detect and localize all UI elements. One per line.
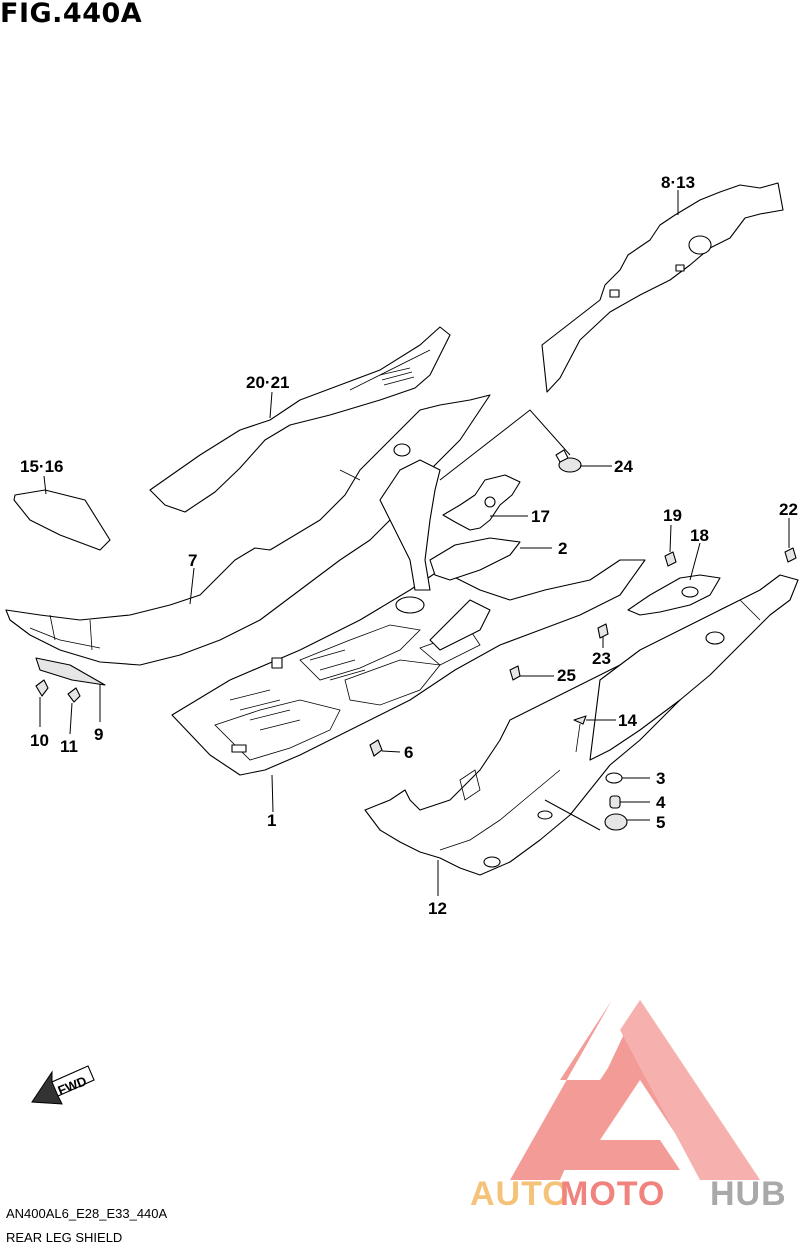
callout-15-16: 15·16 bbox=[20, 457, 63, 476]
callout-7: 7 bbox=[188, 551, 197, 570]
fasteners bbox=[35, 547, 797, 831]
callout-19: 19 bbox=[663, 506, 682, 525]
center-stay bbox=[379, 459, 441, 591]
callout-24: 24 bbox=[614, 457, 633, 476]
part-2-pad bbox=[429, 537, 521, 581]
watermark-moto: MOTO bbox=[560, 1175, 665, 1213]
part-15-16-bracket bbox=[13, 489, 111, 551]
part-1-floor bbox=[171, 559, 646, 776]
part-8-13-panel bbox=[541, 182, 784, 393]
fwd-label: FWD bbox=[56, 1073, 89, 1098]
callout-17: 17 bbox=[531, 507, 550, 526]
callout-23: 22 bbox=[779, 500, 798, 519]
callouts: 8·13 20·21 15·16 24 17 19 22 18 2 7 23 2… bbox=[20, 173, 798, 918]
callout-1: 1 bbox=[267, 811, 276, 830]
watermark-text: AUTO MOTO HUB bbox=[470, 1175, 787, 1213]
part-17-bracket bbox=[442, 474, 521, 531]
callout-20-21: 20·21 bbox=[246, 373, 289, 392]
callout-9: 9 bbox=[94, 725, 103, 744]
callout-6: 6 bbox=[404, 743, 413, 762]
watermark-logo bbox=[510, 1000, 760, 1180]
right-side-rail bbox=[589, 574, 799, 761]
fwd-arrow-icon: FWD bbox=[31, 1065, 95, 1105]
part-18-bracket bbox=[627, 574, 721, 616]
callout-8-13: 8·13 bbox=[661, 173, 695, 192]
callout-25: 25 bbox=[557, 666, 576, 685]
callout-12: 12 bbox=[428, 899, 447, 918]
model-code: AN400AL6_E28_E33_440A bbox=[6, 1206, 168, 1221]
watermark-auto: AUTO bbox=[470, 1175, 570, 1213]
callout-10: 10 bbox=[30, 731, 49, 750]
callout-18: 18 bbox=[690, 526, 709, 545]
part-20-21-cover bbox=[149, 326, 451, 513]
callout-5: 5 bbox=[656, 813, 665, 832]
callout-11: 11 bbox=[60, 737, 78, 756]
callout-4: 4 bbox=[656, 793, 666, 812]
part-9-piece bbox=[35, 657, 106, 686]
callout-22: 23 bbox=[592, 649, 611, 668]
section-name: REAR LEG SHIELD bbox=[6, 1230, 123, 1245]
callout-14: 14 bbox=[618, 711, 637, 730]
callout-3: 3 bbox=[656, 769, 665, 788]
callout-2: 2 bbox=[558, 539, 567, 558]
figure-title: FIG.440A bbox=[0, 0, 143, 29]
part-7-side-frame bbox=[5, 394, 491, 666]
part-24-clip bbox=[555, 449, 582, 473]
watermark-hub: HUB bbox=[710, 1175, 787, 1213]
leader-lines bbox=[39, 190, 790, 896]
